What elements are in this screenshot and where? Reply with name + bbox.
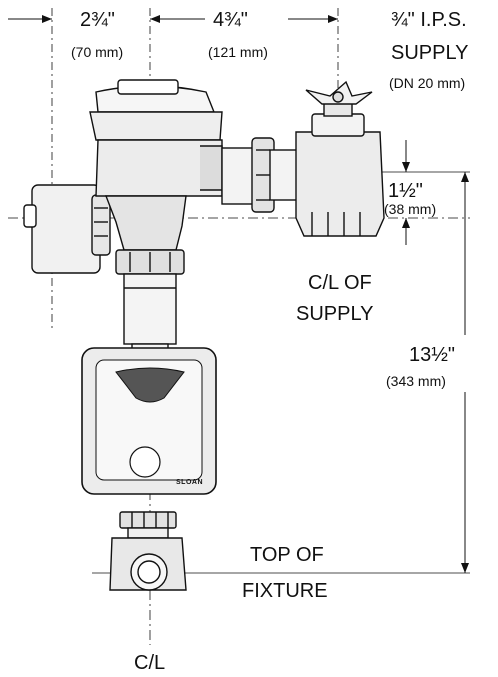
sensor-eye-icon [115, 367, 185, 403]
dim-left-width-metric: (70 mm) [71, 44, 123, 60]
valve-assembly [23, 79, 385, 591]
centerline-label: C/L [134, 652, 165, 674]
dim-total-height-metric: (343 mm) [386, 373, 446, 389]
dim-supply-height-label: 1½" [388, 180, 423, 202]
sensor-housing: SLOAN [81, 347, 217, 495]
dim-left-width-label: 2¾" [80, 9, 115, 31]
labels: 2¾" (70 mm) 4¾" (121 mm) ¾" I.P.S. SUPPL… [71, 9, 468, 674]
dim-center-width-metric: (121 mm) [208, 44, 268, 60]
supply-size-line3: (DN 20 mm) [389, 75, 465, 91]
dim-supply-height-metric: (38 mm) [384, 201, 436, 217]
brand-label: SLOAN [176, 479, 203, 486]
override-button-icon [129, 446, 161, 478]
top-fixture-line1: TOP OF [250, 544, 324, 566]
cl-supply-line2: SUPPLY [296, 303, 373, 325]
top-fixture-line2: FIXTURE [242, 580, 328, 602]
cl-supply-line1: C/L OF [308, 272, 372, 294]
supply-size-line2: SUPPLY [391, 42, 468, 64]
dim-total-height-label: 13½" [409, 344, 455, 366]
dimension-lines [8, 8, 470, 645]
dim-center-width-label: 4¾" [213, 9, 248, 31]
supply-size-line1: ¾" I.P.S. [391, 9, 467, 31]
